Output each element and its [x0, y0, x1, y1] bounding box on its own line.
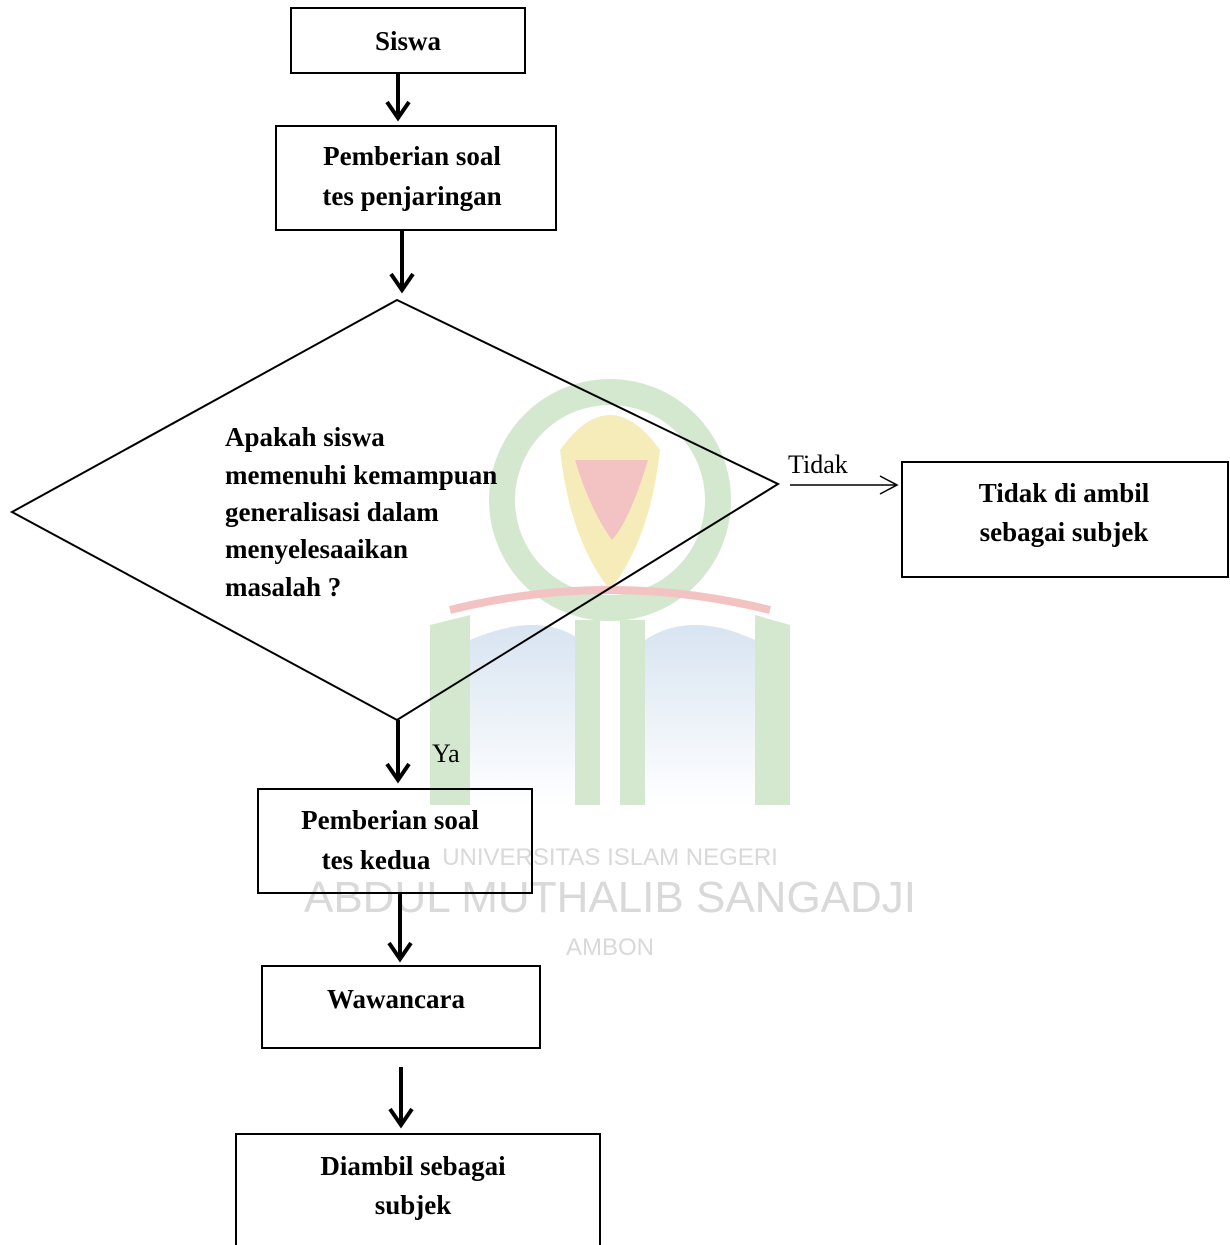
node-interview-box: [261, 965, 541, 1049]
node-second-test-line1: Pemberian soal: [301, 805, 479, 835]
node-reject-line1-part-b: di ambil: [1047, 478, 1150, 508]
watermark-logo: [430, 379, 790, 805]
watermark-book-center-right: [620, 620, 645, 805]
node-screening-line2: tes penjaringan: [322, 181, 501, 211]
arrowhead-decision-to-reject: [879, 475, 899, 495]
node-decision-line5: masalah ?: [225, 572, 341, 602]
watermark-text-city: AMBON: [566, 934, 654, 961]
node-screening-box: [275, 125, 557, 231]
watermark-book-center-left: [575, 620, 600, 805]
node-accept-line2: subjek: [375, 1190, 452, 1220]
node-accept-box: [235, 1133, 601, 1245]
arrowhead-screening-to-decision: [389, 272, 415, 294]
node-second-test-box: [257, 788, 533, 894]
node-screening-line1: Pemberian soal: [323, 141, 501, 171]
node-reject-line2: sebagai subjek: [980, 517, 1149, 547]
node-start-box: [290, 7, 526, 74]
watermark-book-right-outer: [755, 615, 790, 805]
watermark-ring: [489, 379, 731, 621]
watermark-book-left-page: [470, 625, 580, 805]
arrowhead-second-test-to-interview: [387, 941, 413, 963]
node-decision-line3: generalisasi dalam: [225, 497, 439, 527]
watermark-red-arc: [449, 586, 771, 614]
arrowhead-start-to-screening: [385, 100, 411, 122]
arrowhead-interview-to-accept: [388, 1107, 414, 1129]
watermark-red-drop: [575, 460, 648, 540]
watermark-book-right-page: [645, 625, 755, 805]
watermark-text-university: UNIVERSITAS ISLAM NEGERI: [442, 844, 778, 871]
watermark-text-name: ABDUL MUTHALIB SANGADJI: [304, 873, 916, 922]
watermark-book-left-outer: [430, 615, 470, 805]
node-accept-line1: Diambil sebagai: [320, 1151, 506, 1181]
node-decision-line2: memenuhi kemampuan: [225, 460, 497, 490]
edge-yes-label: Ya: [432, 739, 460, 768]
node-reject-line1-part-a: Tidak: [979, 478, 1048, 508]
arrowhead-decision-to-second-test: [385, 762, 411, 784]
node-decision-line1: Apakah siswa: [225, 422, 385, 452]
edge-no-label: Tidak: [788, 450, 848, 479]
node-reject-box: [901, 461, 1229, 578]
node-start-label: Siswa: [375, 26, 442, 56]
node-second-test-line2: tes kedua: [322, 845, 431, 875]
node-decision-line4: menyelesaaikan: [225, 534, 408, 564]
node-interview-label: Wawancara: [327, 984, 465, 1014]
node-reject-line1: Tidak di ambil: [979, 478, 1150, 508]
